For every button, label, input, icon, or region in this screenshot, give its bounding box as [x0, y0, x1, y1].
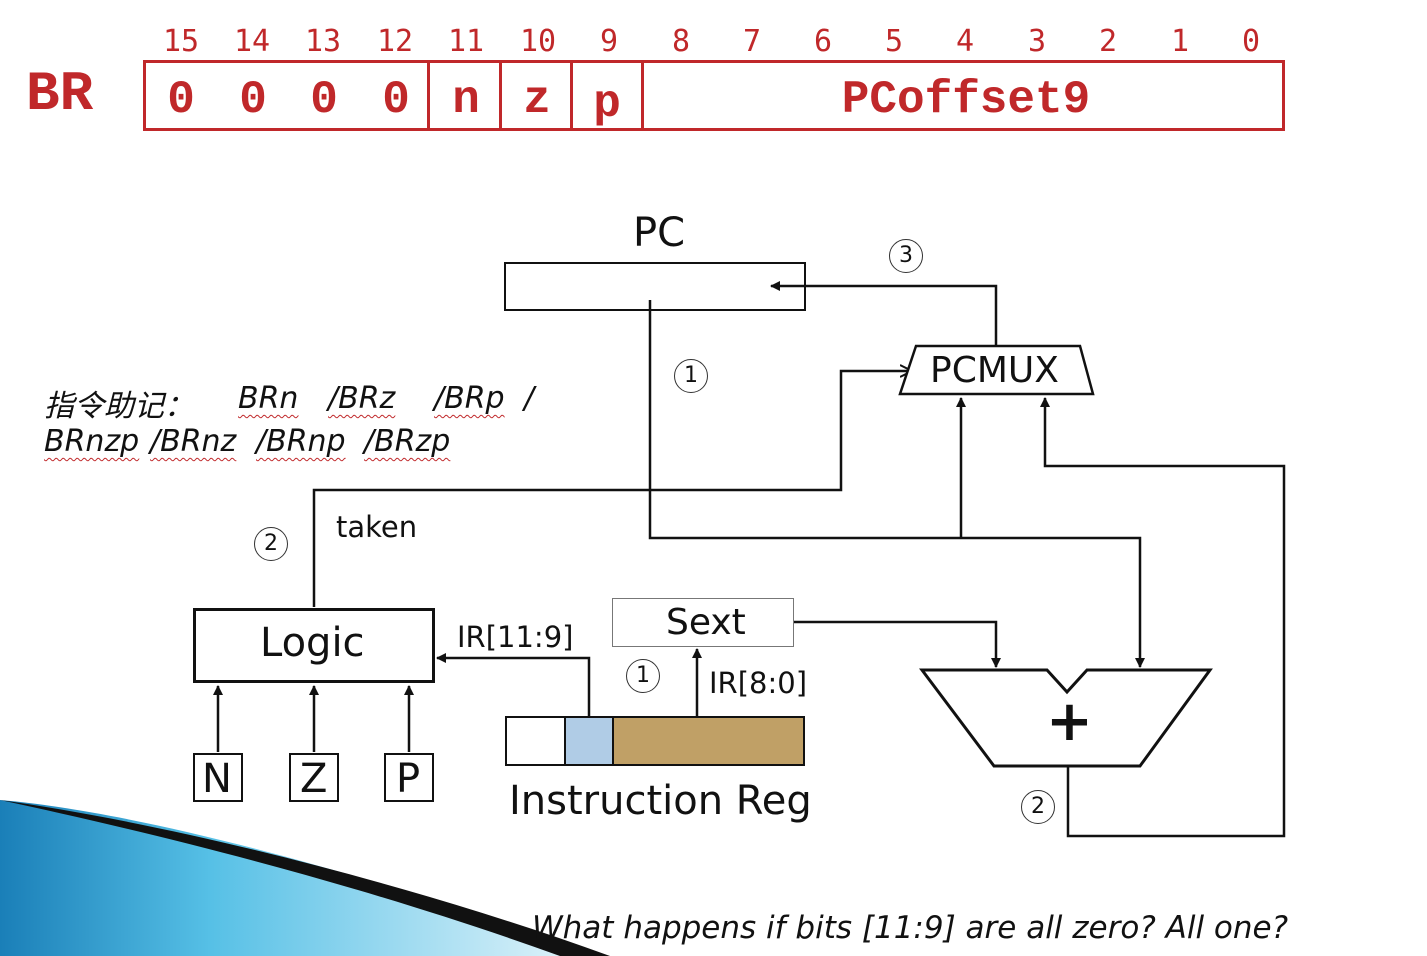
sext-block: [612, 598, 794, 647]
pc-label: PC: [633, 210, 686, 256]
opcode-bit: 0: [239, 74, 267, 126]
bit-number: 6: [813, 24, 833, 59]
logic-block: [193, 608, 435, 683]
ir-high-label: IR[11:9]: [457, 620, 574, 654]
step-1-sext: 1: [626, 659, 660, 693]
mnemonic-brz: /BRz: [328, 381, 396, 416]
instruction-reg-label: Instruction Reg: [509, 778, 812, 824]
bit-number: 5: [884, 24, 904, 59]
flag-n-label: N: [202, 756, 232, 802]
bit-number: 0: [1241, 24, 1261, 59]
logic-label: Logic: [260, 620, 365, 666]
field-divider: [570, 60, 573, 131]
mnemonic-brzp: /BRzp: [364, 424, 451, 459]
n-field: n: [452, 74, 480, 126]
bit-number: 14: [233, 24, 271, 59]
flag-n-register: [193, 753, 243, 802]
bit-number: 12: [376, 24, 414, 59]
question-part: What: [532, 910, 614, 946]
question-text: What happens if bits [11:9] are all zero…: [532, 910, 1288, 946]
bit-number: 4: [955, 24, 975, 59]
flag-p-register: [384, 753, 434, 802]
ir-low-label: IR[8:0]: [709, 666, 808, 700]
bit-number: 9: [599, 24, 619, 59]
pcmux-shape: [898, 344, 1095, 396]
taken-label: taken: [336, 510, 418, 544]
bit-number: 11: [447, 24, 485, 59]
sext-label: Sext: [666, 602, 746, 643]
ir-offset-field: [612, 716, 805, 766]
flag-p-label: P: [396, 756, 421, 802]
bit-number: 10: [519, 24, 557, 59]
bit-number: 3: [1027, 24, 1047, 59]
adder-shape: [919, 668, 1213, 768]
z-field: z: [523, 74, 551, 126]
opcode-bit: 0: [310, 74, 338, 126]
bit-number: 2: [1098, 24, 1118, 59]
bit-number: 13: [304, 24, 342, 59]
step-2-logic: 2: [254, 527, 288, 561]
opcode-label: BR: [26, 62, 94, 126]
mnemonic-brnz: /BRnz: [150, 424, 237, 459]
mnemonic-brnzp: BRnzp: [44, 424, 140, 459]
step-2-adder: 2: [1021, 790, 1055, 824]
mnemonic-label: 指令助记：: [44, 389, 194, 424]
field-divider: [427, 60, 430, 131]
flag-z-register: [289, 753, 339, 802]
pcoffset9-field: PCoffset9: [841, 74, 1091, 126]
mnemonic-separator: /: [524, 381, 535, 416]
bit-number: 8: [671, 24, 691, 59]
field-divider: [641, 60, 644, 131]
question-part: happens: [623, 910, 757, 946]
mnemonic-brnp: /BRnp: [256, 424, 346, 459]
step-3-write-back: 3: [889, 239, 923, 273]
adder-symbol: +: [1046, 689, 1093, 754]
question-part: if bits [11:9] are all zero? All one?: [766, 910, 1289, 946]
bit-number: 1: [1170, 24, 1190, 59]
instruction-encoding-box: [143, 60, 1285, 131]
opcode-bit: 0: [167, 74, 195, 126]
mnemonic-brp: /BRp: [434, 381, 505, 416]
flag-z-label: Z: [300, 756, 328, 802]
ir-opcode-field: [505, 716, 567, 766]
pcmux-label: PCMUX: [930, 350, 1059, 391]
p-field: p: [593, 78, 621, 130]
pc-register: [504, 262, 806, 311]
step-1-pc-read: 1: [674, 359, 708, 393]
bit-number: 7: [742, 24, 762, 59]
ir-cc-field: [564, 716, 615, 766]
field-divider: [499, 60, 502, 131]
opcode-bit: 0: [382, 74, 410, 126]
bit-number: 15: [162, 24, 200, 59]
mnemonic-brn: BRn: [238, 381, 299, 416]
